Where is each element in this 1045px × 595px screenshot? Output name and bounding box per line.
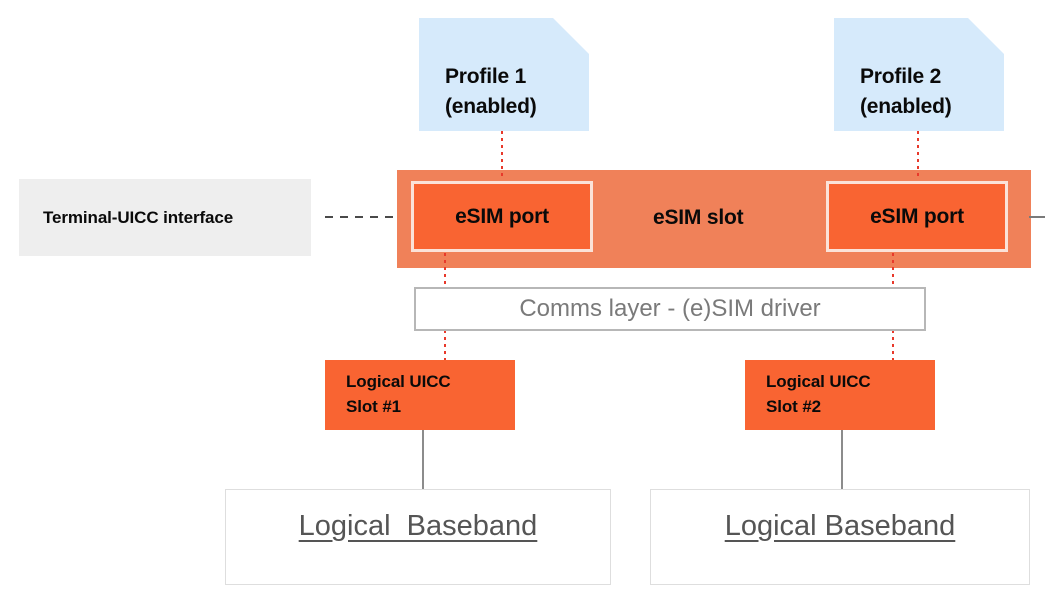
connector-uicc-slot2-to-baseband2	[841, 430, 843, 490]
comms-layer-box[interactable]: Comms layer - (e)SIM driver	[414, 287, 926, 331]
logical-uicc-slot-2-box[interactable]: Logical UICC Slot #2	[745, 360, 935, 430]
logical-uicc-slot-1-box[interactable]: Logical UICC Slot #1	[325, 360, 515, 430]
logical-baseband-1-box[interactable]: Logical Baseband	[225, 489, 611, 585]
terminal-uicc-interface-label: Terminal-UICC interface	[43, 207, 234, 227]
comms-layer-label: Comms layer - (e)SIM driver	[519, 295, 821, 322]
connector-terminal-to-slot	[325, 216, 398, 218]
esim-port-2-label: eSIM port	[870, 204, 964, 228]
connector-uicc-slot1-to-baseband1	[422, 430, 424, 490]
esim-port-2[interactable]: eSIM port	[826, 181, 1008, 252]
logical-baseband-1-label: Logical Baseband	[298, 510, 538, 542]
logical-baseband-2-label: Logical Baseband	[724, 510, 956, 542]
esim-port-1[interactable]: eSIM port	[411, 181, 593, 252]
profile-card-2-label: Profile 2 (enabled)	[860, 65, 952, 118]
connector-slot-right-stub	[1029, 216, 1045, 218]
esim-port-1-label: eSIM port	[455, 204, 549, 228]
profile-card-1[interactable]: Profile 1 (enabled)	[419, 18, 589, 131]
connector-profile2-to-port2	[917, 131, 919, 179]
terminal-uicc-interface-box[interactable]: Terminal-UICC interface	[19, 179, 311, 256]
logical-baseband-2-box[interactable]: Logical Baseband	[650, 489, 1030, 585]
esim-slot-label: eSIM slot	[653, 206, 744, 229]
profile-card-2[interactable]: Profile 2 (enabled)	[834, 18, 1004, 131]
connector-profile1-to-port1	[501, 131, 503, 179]
logical-uicc-slot-1-label: Logical UICC Slot #1	[346, 372, 451, 416]
profile-card-1-label: Profile 1 (enabled)	[445, 65, 537, 118]
logical-uicc-slot-2-label: Logical UICC Slot #2	[766, 372, 871, 416]
